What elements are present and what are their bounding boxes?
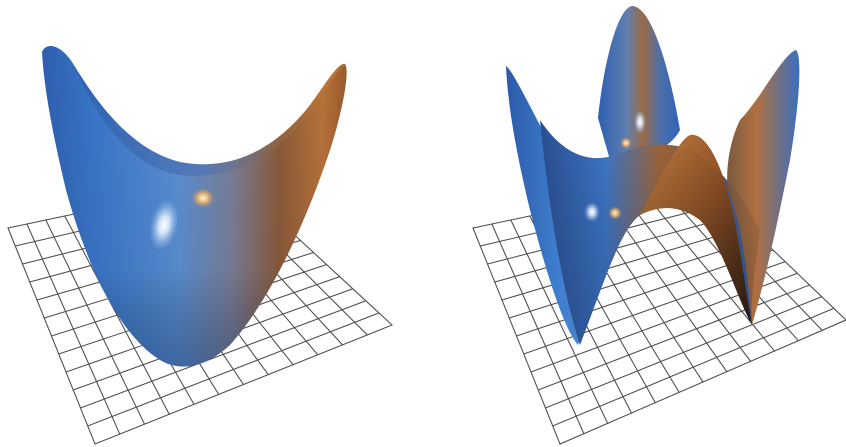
left-grid-row-line	[94, 324, 393, 445]
left-specular-highlight	[149, 199, 179, 251]
right-monkey-saddle-plot	[472, 6, 846, 445]
right-grid-floor	[472, 179, 846, 445]
right-warm-highlight-left	[608, 206, 622, 220]
left-saddle-plot	[7, 46, 393, 445]
right-grid-row-line	[552, 307, 835, 427]
right-warm-highlight-top	[620, 137, 632, 149]
left-saddle-surface	[42, 46, 347, 367]
left-grid-row-line	[87, 312, 380, 427]
right-specular-highlight-left	[584, 202, 600, 222]
right-grid-row-line	[559, 319, 846, 445]
right-specular-highlight-top	[634, 110, 646, 134]
right-monkey-saddle-surface	[506, 6, 800, 345]
left-warm-highlight	[191, 188, 215, 208]
